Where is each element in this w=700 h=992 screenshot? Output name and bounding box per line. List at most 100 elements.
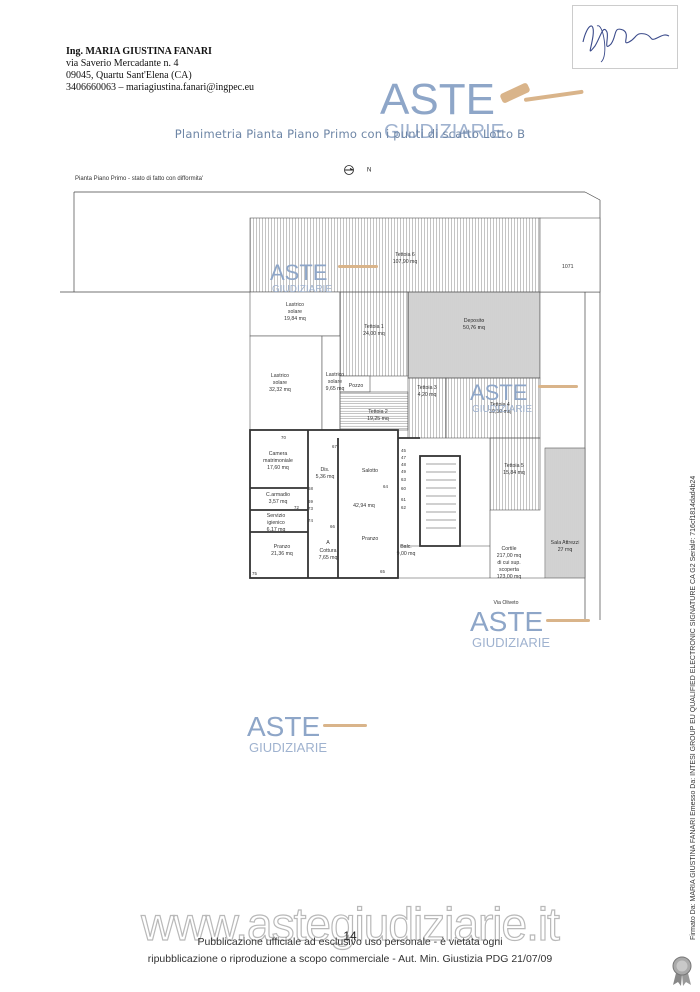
photo-point: 75 <box>252 571 257 576</box>
label-lastrico3-2: solare <box>328 379 342 385</box>
label-tettoia2-name: Tettoia 2 <box>368 409 388 415</box>
label-tettoia3-name: Tettoia 3 <box>417 385 437 391</box>
digital-signature-notice: Firmato Da: MARIA GIUSTINA FANARI Emesso… <box>688 476 698 940</box>
aste-watermark-mid: ASTE GIUDIZIARIE <box>470 605 600 658</box>
label-lastrico1-2: solare <box>288 309 302 315</box>
label-tettoia5-area: 15,84 mq <box>503 470 525 476</box>
svg-text:ASTE: ASTE <box>247 711 320 742</box>
photo-point: 63 <box>401 477 406 482</box>
label-cortile-2: 217,00 mq <box>497 553 522 559</box>
label-lastrico2-1: Lastrico <box>271 373 289 379</box>
svg-text:ASTE: ASTE <box>470 380 527 405</box>
author-name: Ing. MARIA GIUSTINA FANARI <box>66 46 212 57</box>
label-camera-1: Camera <box>269 451 288 457</box>
photo-point: 64 <box>383 484 388 489</box>
page-number: 14 <box>343 929 357 943</box>
signature-box <box>572 5 678 69</box>
label-cottura-3: 7,65 mq <box>319 555 338 561</box>
parcel-number: 1071 <box>562 264 574 270</box>
label-tettoia1-name: Tettoia 1 <box>364 324 384 330</box>
gavel-icon <box>538 385 578 388</box>
seal-icon <box>670 955 694 987</box>
author-city: 09045, Quartu Sant'Elena (CA) <box>66 70 192 81</box>
photo-point: 49 <box>401 469 406 474</box>
label-lastrico2-2: solare <box>273 380 287 386</box>
plan-subtitle: Pianta Piano Primo - stato di fatto con … <box>75 176 204 182</box>
label-deposito-area: 50,76 mq <box>463 325 485 331</box>
compass-icon <box>344 165 354 175</box>
svg-text:ASTE: ASTE <box>470 606 543 637</box>
watermark-brand-sub: GIUDIZIARIE <box>384 121 504 143</box>
photo-point: 74 <box>308 518 313 523</box>
label-camera-2: matrimoniale <box>263 458 293 464</box>
svg-text:GIUDIZIARIE: GIUDIZIARIE <box>472 635 550 650</box>
label-tettoia3-area: 4,20 mq <box>418 392 437 398</box>
photo-point: 47 <box>401 455 406 460</box>
label-deposito-name: Deposito <box>464 318 485 324</box>
svg-text:GIUDIZIARIE: GIUDIZIARIE <box>249 740 327 755</box>
photo-point: 65 <box>380 569 385 574</box>
photo-point: 62 <box>401 505 406 510</box>
publication-notice-line1: Pubblicazione ufficiale ad esclusivo uso… <box>197 936 503 948</box>
gavel-icon <box>338 265 378 268</box>
north-indicator: N <box>343 164 371 176</box>
aste-watermark-top: ASTE GIUDIZIARIE <box>378 72 608 157</box>
svg-text:GIUDIZIARIE: GIUDIZIARIE <box>272 284 332 295</box>
label-cottura-1: A <box>326 540 330 546</box>
label-servizio-1: Servizio <box>267 513 286 519</box>
photo-point: 68 <box>308 486 313 491</box>
label-servizio-3: 6,17 mq <box>267 527 286 533</box>
label-tettoia5-name: Tettoia 5 <box>504 463 524 469</box>
author-header: Ing. MARIA GIUSTINA FANARI via Saverio M… <box>66 46 254 94</box>
label-salotto: Salotto <box>362 468 378 474</box>
label-balc-1: Balc. <box>400 544 412 550</box>
floor-plan: Tettoia 6 107,90 mq 1071 Lastrico solare… <box>40 180 620 625</box>
label-pranzo-left-2: 21,36 mq <box>271 551 293 557</box>
author-address: via Saverio Mercadante n. 4 <box>66 58 179 69</box>
label-sala-2: 27 mq <box>558 547 573 553</box>
photo-point: 66 <box>330 524 335 529</box>
label-pozzo: Pozzo <box>349 383 364 389</box>
label-balc-2: 9,00 mq <box>397 551 416 557</box>
aste-watermark-plan-2: ASTE GIUDIZIARIE <box>470 380 578 415</box>
label-armadio-2: 3,57 mq <box>269 499 288 505</box>
label-dis-1: Dis. <box>321 467 330 473</box>
label-sala-1: Sala Attrezzi <box>551 540 580 546</box>
publication-notice-line2: ripubblicazione o riproduzione a scopo c… <box>147 953 553 965</box>
label-tettoia2-area: 19,25 mq <box>367 416 389 422</box>
site-watermark: www.astegiudiziarie.it <box>141 897 561 950</box>
label-salotto-area: 42,94 mq <box>353 503 375 509</box>
svg-text:GIUDIZIARIE: GIUDIZIARIE <box>472 404 532 415</box>
photo-point: 67 <box>332 444 337 449</box>
aste-watermark-plan-1: ASTE GIUDIZIARIE <box>270 260 378 295</box>
svg-text:ASTE: ASTE <box>270 260 327 285</box>
label-camera-3: 17,60 mq <box>267 465 289 471</box>
aste-watermark-low: ASTE GIUDIZIARIE <box>247 710 377 763</box>
label-cortile-1: Cortile <box>502 546 517 552</box>
watermark-brand: ASTE <box>380 75 495 124</box>
label-tettoia4-area: 30,30 mq <box>489 409 511 415</box>
plan-title: Planimetria Pianta Piano Primo con i pun… <box>174 127 526 141</box>
label-tettoia6-area: 107,90 mq <box>393 259 418 265</box>
gavel-icon <box>546 619 590 622</box>
label-tettoia1-area: 24,00 mq <box>363 331 385 337</box>
label-dis-2: 5,36 mq <box>316 474 335 480</box>
label-cortile-5: 123,00 mq <box>497 574 522 580</box>
label-tettoia6-name: Tettoia 6 <box>395 252 415 258</box>
photo-point: 69 <box>308 499 313 504</box>
label-lastrico1-3: 19,84 mq <box>284 316 306 322</box>
handwritten-signature <box>582 25 670 63</box>
photo-point: 45 <box>401 448 406 453</box>
floor-plan-drawing: Tettoia 6 107,90 mq 1071 Lastrico solare… <box>40 191 601 625</box>
label-pranzo-left-1: Pranzo <box>274 544 291 550</box>
gavel-icon <box>500 83 584 103</box>
photo-point: 72 <box>294 505 299 510</box>
label-lastrico3-1: Lastrico <box>326 372 344 378</box>
author-contact: 3406660063 – mariagiustina.fanari@ingpec… <box>66 82 255 93</box>
photo-point: 48 <box>401 462 406 467</box>
photo-points: 45 47 48 49 63 60 61 62 64 65 66 67 68 6… <box>252 435 406 576</box>
label-lastrico3-3: 9,65 mq <box>326 386 345 392</box>
label-cortile-4: scoperta <box>499 567 519 573</box>
photo-point: 70 <box>281 435 286 440</box>
label-cortile-3: di cui sup. <box>497 560 520 566</box>
